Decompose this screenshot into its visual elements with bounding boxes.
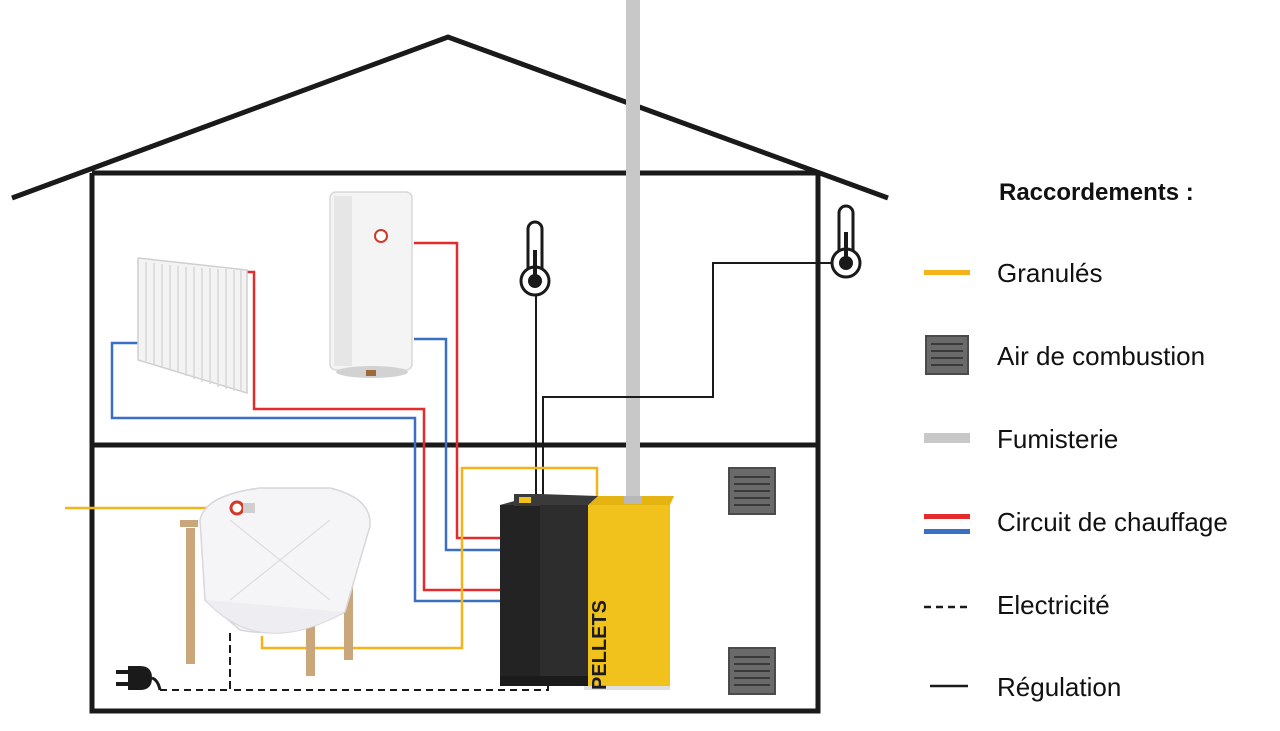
water-heater-icon [329,191,413,378]
regulation-lines [535,262,845,495]
legend-title: Raccordements : [999,179,1194,206]
legend-swatch-fumisterie [924,433,970,443]
pellets-label: PELLETS [589,600,611,690]
legend-label-regulation: Régulation [997,672,1121,702]
house-outline [11,34,889,714]
legend-label-granules: Granulés [997,258,1103,288]
heating-circuit [110,241,502,603]
chimney-flue [626,0,640,498]
electricity-line [160,631,549,691]
radiator-icon [137,257,248,395]
house-roof [11,34,889,201]
legend-swatch-granules [924,270,970,275]
thermometer-icon [830,204,862,279]
thermometer-icon [519,220,551,297]
legend-swatch-chauffage-cold [924,529,970,534]
pellet-silo-icon [180,487,371,676]
legend-swatch-air-vent-icon [925,335,969,375]
legend-label-air: Air de combustion [997,341,1205,371]
air-vent-icon [728,647,776,695]
legend-label-electricite: Electricité [997,590,1110,620]
legend-swatch-chauffage-hot [924,514,970,519]
legend-label-fumisterie: Fumisterie [997,424,1118,454]
electric-plug-icon [116,666,162,691]
legend-label-chauffage: Circuit de chauffage [997,507,1228,537]
legend: Raccordements : Granulés Air de combusti… [924,179,1228,702]
air-vent-icon [728,467,776,515]
pellet-boiler-icon [500,494,674,690]
house-walls [89,170,821,714]
